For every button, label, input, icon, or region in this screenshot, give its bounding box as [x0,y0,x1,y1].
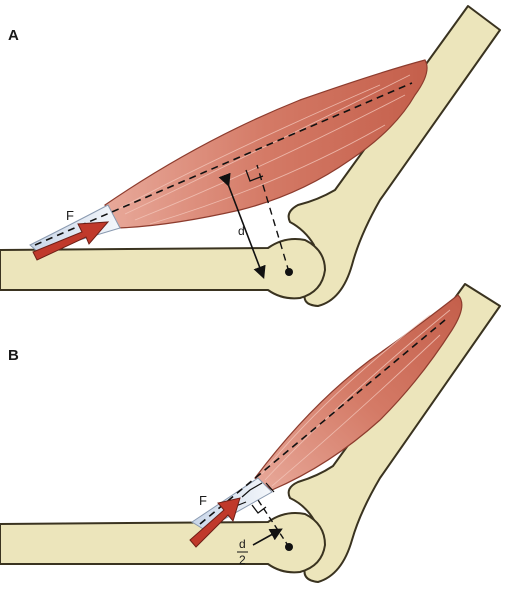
moment-arm-label-a: d [238,224,245,238]
moment-arm-label-b-numerator: d [239,537,246,551]
panel-a-label: A [8,27,19,44]
moment-arm-arrow-b [252,528,283,546]
moment-arm-arrow-a [218,172,266,279]
tendon-a [29,204,121,253]
right-angle-marker-b [251,504,267,514]
line-of-action-b [199,319,446,525]
force-arrow-a [32,221,110,261]
pivot-point-a [285,268,293,276]
force-label-b: F [199,493,207,508]
pivot-point-b [285,543,293,551]
panel-b-label: B [8,347,19,364]
perpendicular-line-a [256,164,290,273]
force-label-a: F [66,208,74,223]
muscle-fibers-b [261,309,451,487]
panel-b: B d 2 F [0,283,501,583]
muscle-fibers-a [119,74,411,225]
panel-a: A d F [0,5,501,307]
moment-arm-label-b-denominator: 2 [239,553,246,567]
forearm-bone-b [0,512,326,574]
line-of-action-a [34,82,413,246]
force-arrow-b [189,497,241,548]
